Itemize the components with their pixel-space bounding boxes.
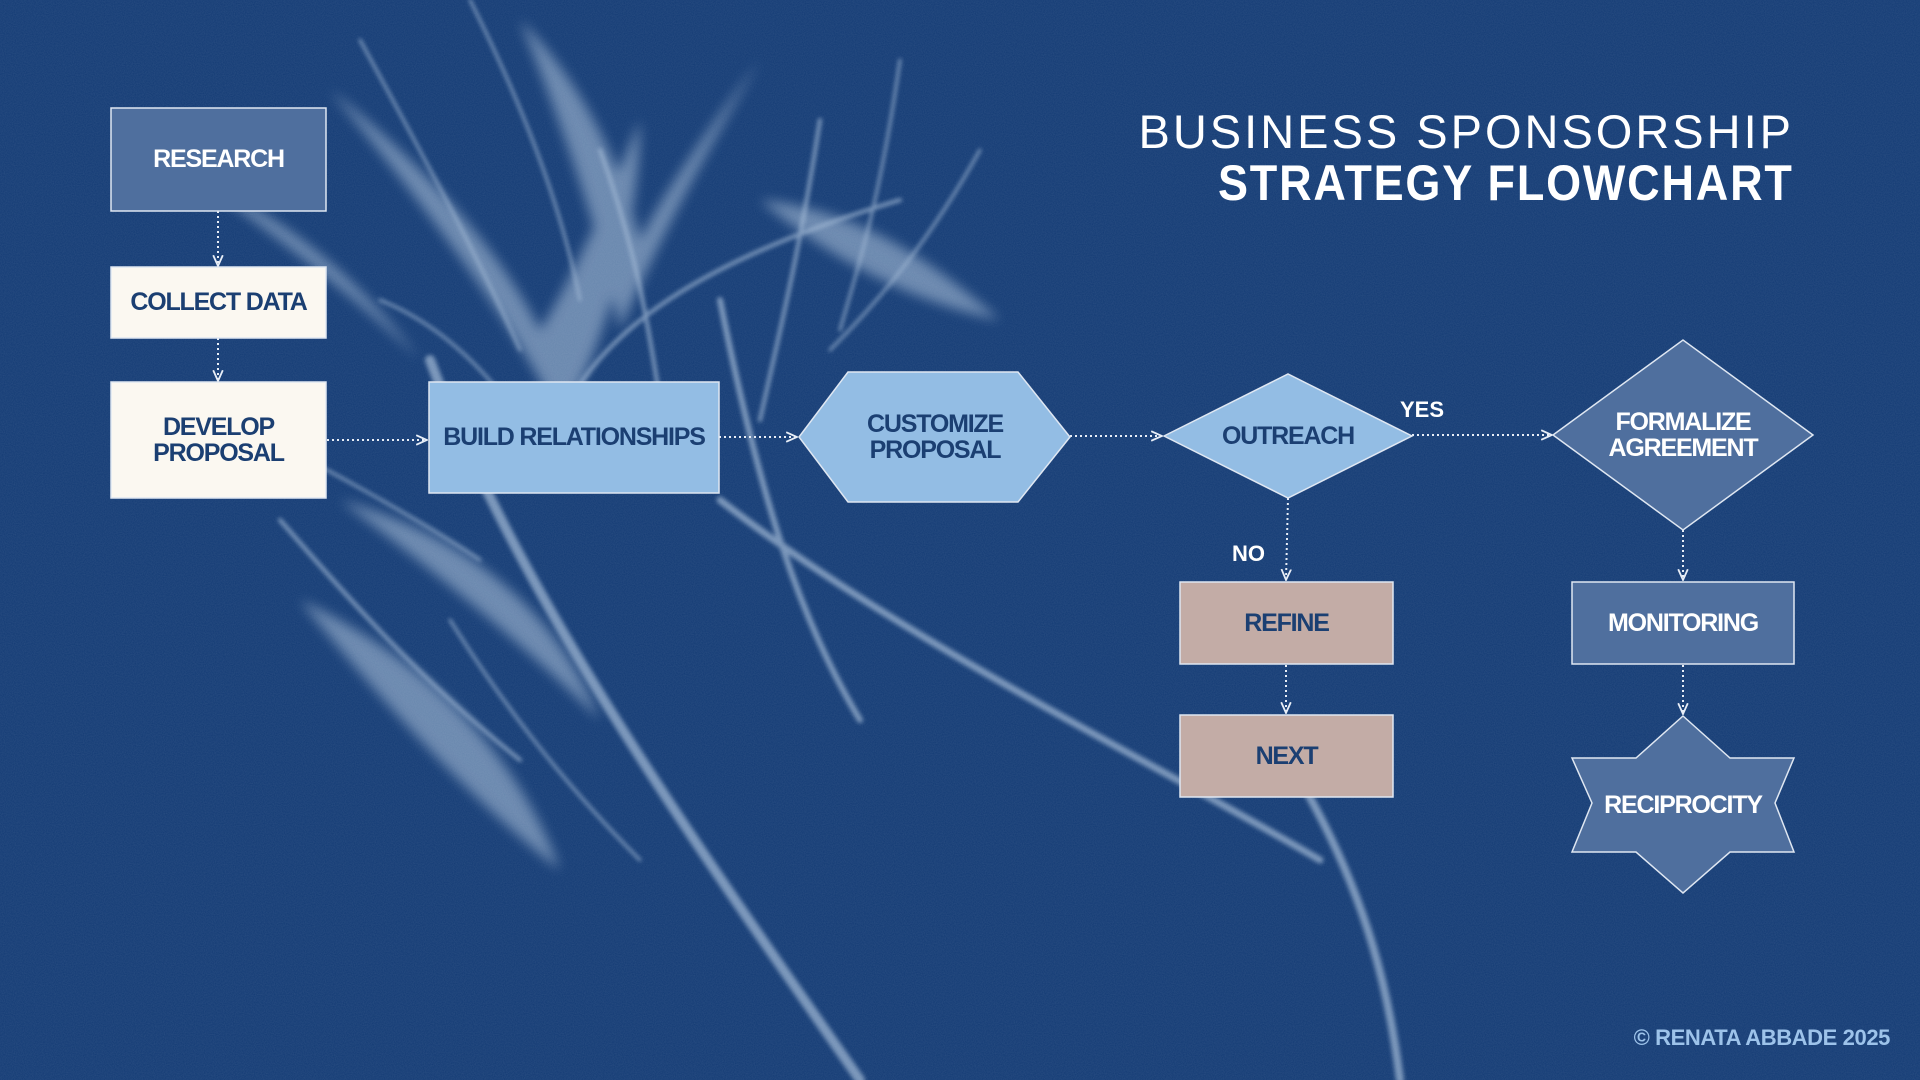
develop-proposal-label: DEVELOP PROPOSAL — [153, 412, 285, 467]
collect-data-label: COLLECT DATA — [130, 288, 308, 317]
yes-edge-label: YES — [1400, 397, 1445, 422]
refine-box[interactable] — [1179, 581, 1394, 665]
outreach-label: OUTREACH — [1221, 421, 1355, 450]
formalize-agreement-diamond[interactable] — [1551, 339, 1815, 531]
develop-proposal-box[interactable] — [110, 381, 327, 499]
outreach-decision-diamond[interactable] — [1162, 373, 1414, 499]
monitoring-box[interactable] — [1571, 581, 1795, 665]
copyright-credit: © RENATA ABBADE 2025 — [1633, 1025, 1891, 1050]
research-label: RESEARCH — [153, 145, 285, 174]
customize-proposal-hexagon[interactable] — [798, 371, 1071, 503]
connector-outreach-refine — [1286, 497, 1288, 580]
formalize-agreement-label: FORMALIZE AGREEMENT — [1608, 407, 1759, 462]
customize-proposal-label: CUSTOMIZE PROPOSAL — [867, 409, 1004, 464]
no-edge-label: NO — [1232, 541, 1265, 566]
title-line-1: BUSINESS SPONSORSHIP — [1138, 105, 1794, 158]
title-line-2: STRATEGY FLOWCHART — [1218, 155, 1794, 211]
monitoring-label: MONITORING — [1607, 608, 1759, 637]
research-box[interactable] — [110, 107, 327, 212]
connectors — [218, 211, 1683, 714]
reciprocity-label: RECIPROCITY — [1604, 790, 1763, 819]
collect-data-box[interactable] — [110, 266, 327, 339]
next-box[interactable] — [1179, 714, 1394, 798]
next-label: NEXT — [1255, 741, 1319, 770]
reciprocity-star[interactable] — [1570, 714, 1796, 894]
build-relationships-label: BUILD RELATIONSHIPS — [443, 423, 706, 452]
refine-label: REFINE — [1244, 608, 1330, 637]
build-relationships-box[interactable] — [428, 381, 720, 494]
